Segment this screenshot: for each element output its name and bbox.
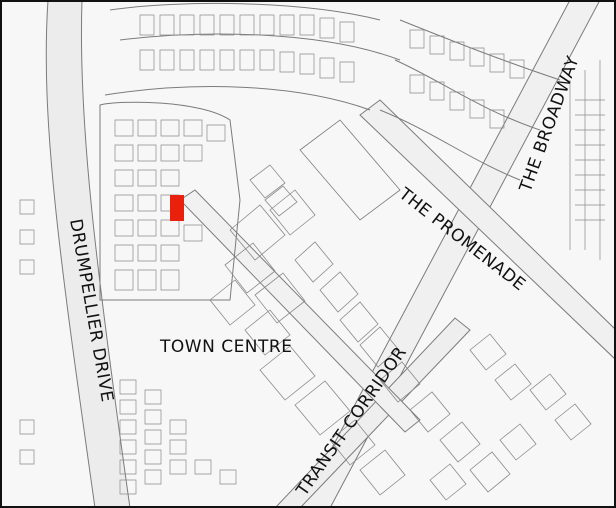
- residential-plots-south: [19, 199, 237, 495]
- town-centre-buildings: [209, 119, 592, 501]
- residential-plots-west: [99, 101, 241, 301]
- promenade-road: [359, 99, 616, 361]
- town-centre-label: TOWN CENTRE: [159, 337, 292, 357]
- internal-road: [179, 189, 421, 433]
- major-roads: [45, 0, 616, 508]
- drumpellier-drive-road: [45, 0, 131, 508]
- residential-plots-north: [104, 2, 605, 260]
- site-marker: [170, 195, 184, 221]
- transit-corridor-road: [274, 317, 471, 508]
